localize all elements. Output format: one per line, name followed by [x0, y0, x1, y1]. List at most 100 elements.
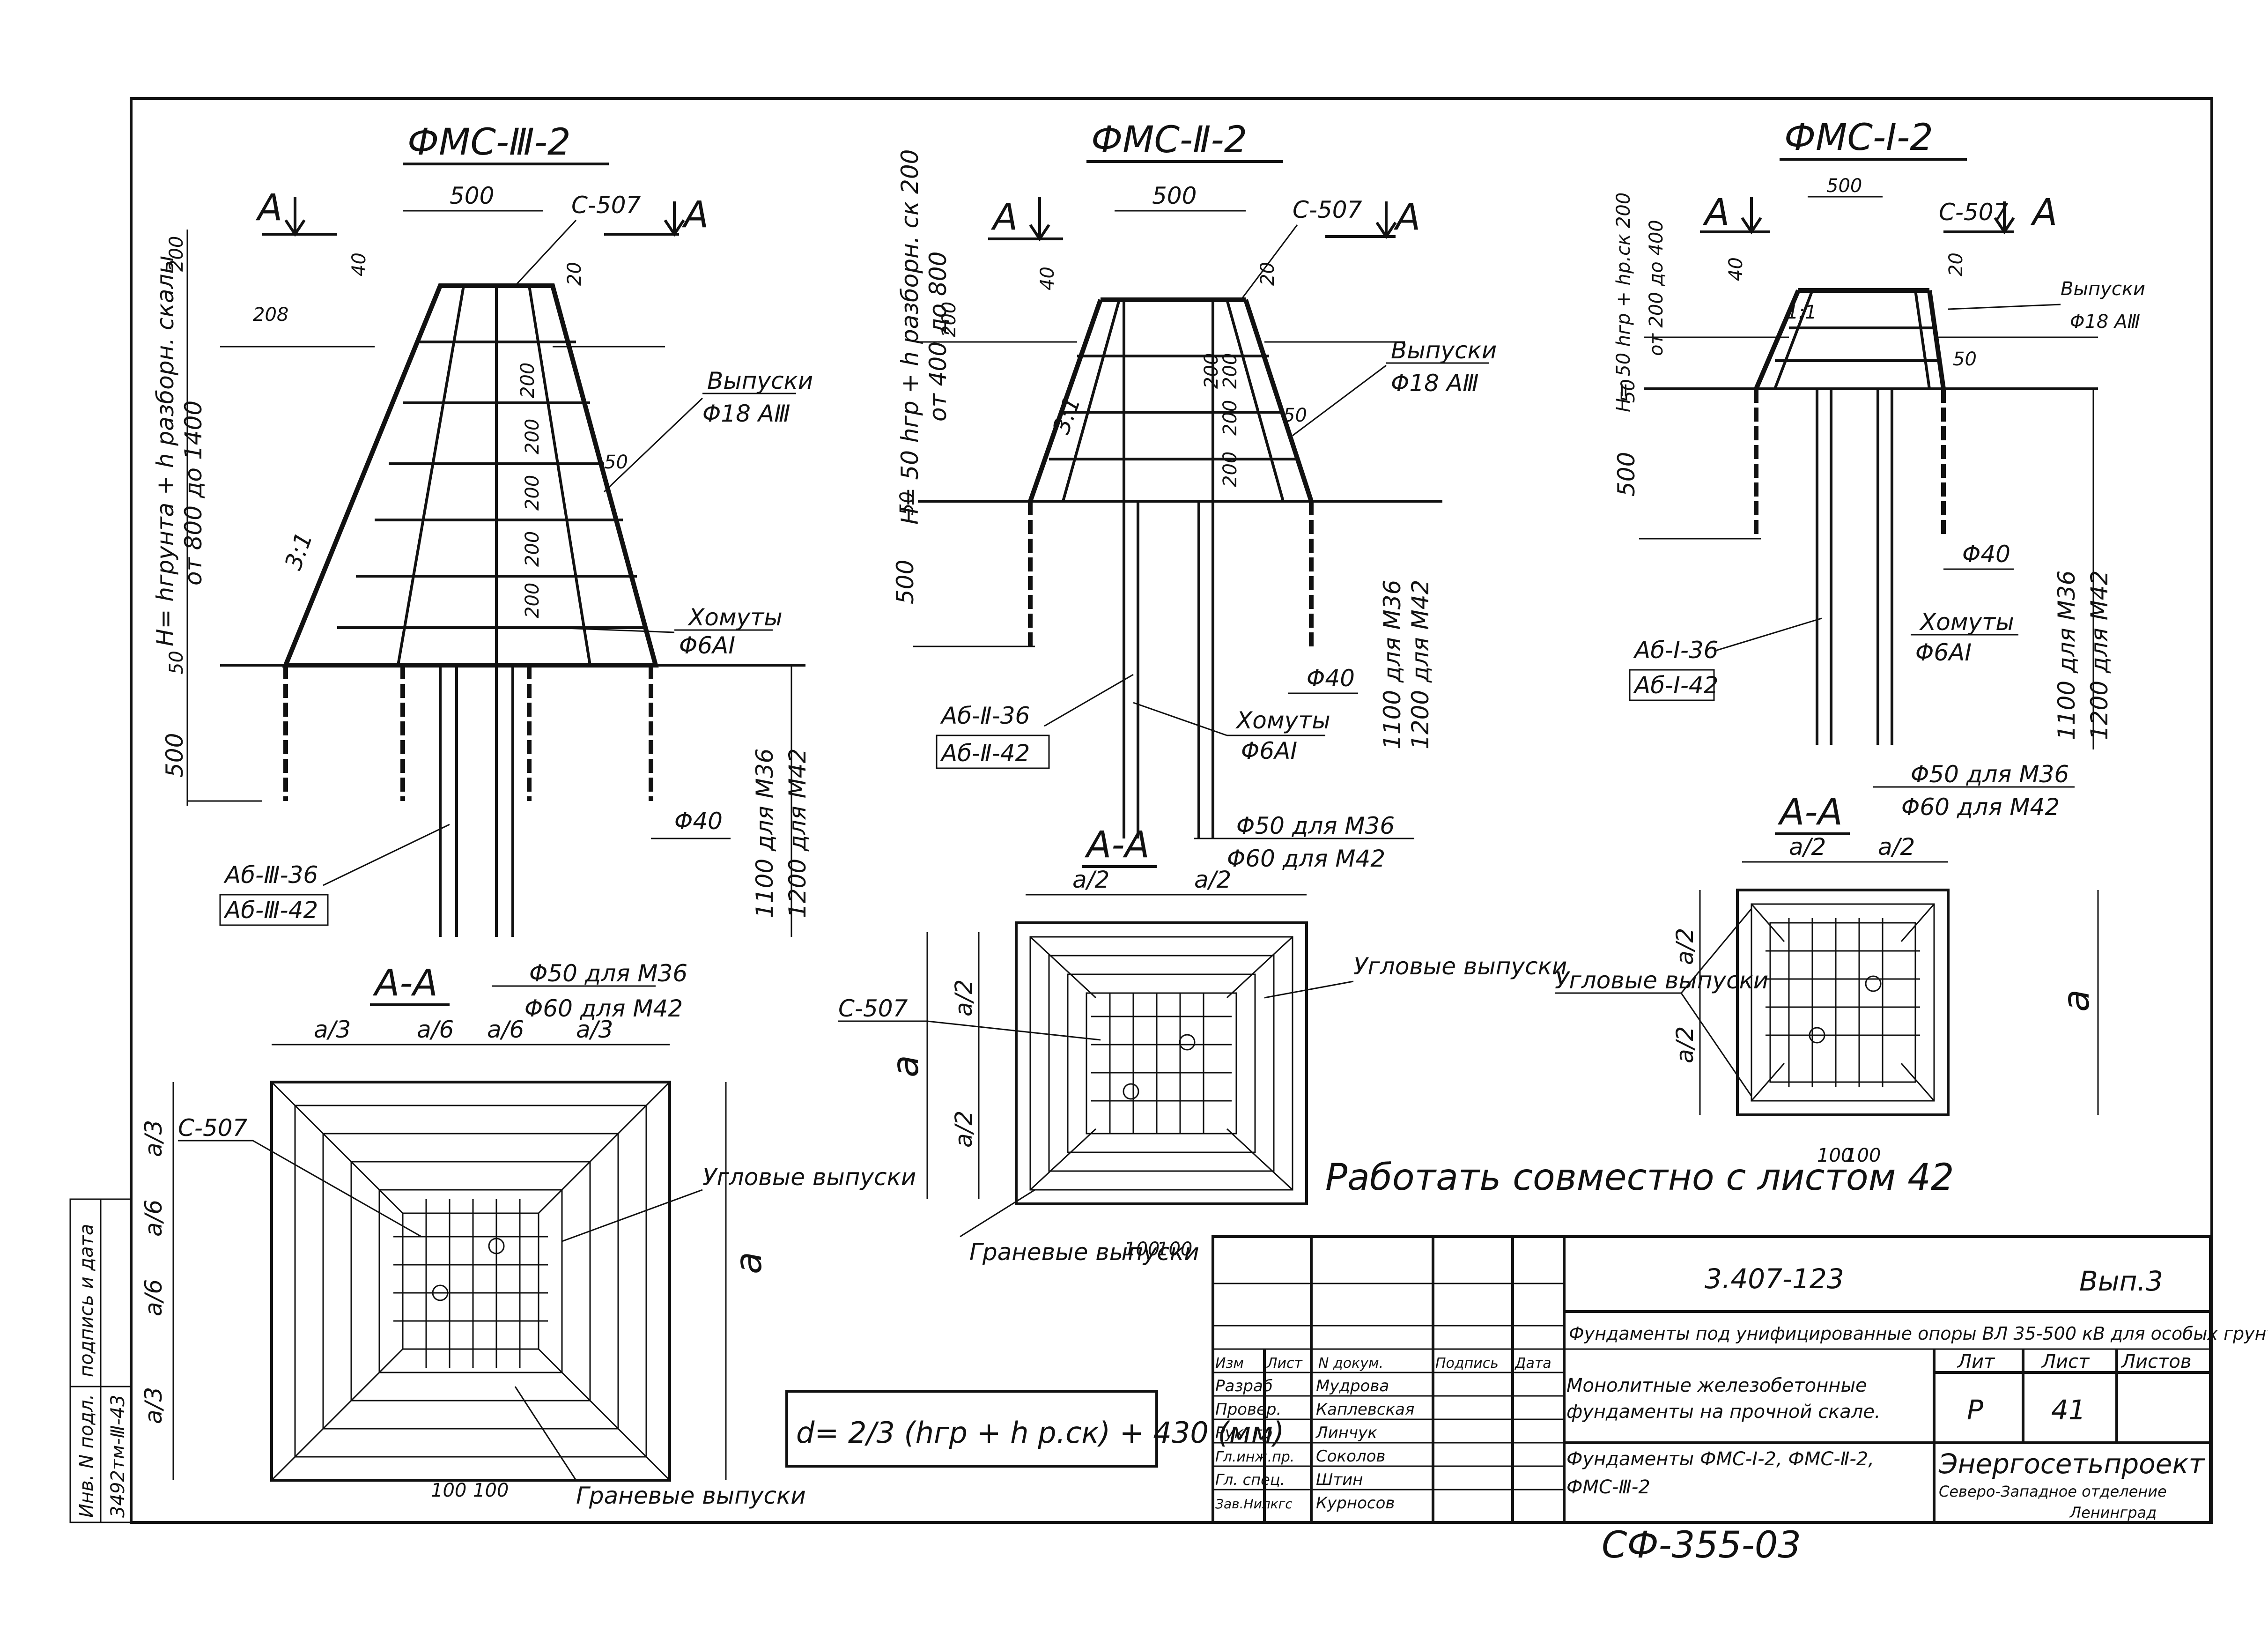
plan-fms3-dim-100b: 100: [473, 1480, 509, 1501]
svg-text:а/3: а/3: [140, 1387, 167, 1424]
org-branch: Северо-Западное отделение: [1939, 1483, 2167, 1500]
fms2-dim-40: 40: [1037, 267, 1058, 290]
fms2-depth-m36: 1100 для М36: [1379, 580, 1406, 749]
svg-text:Штин: Штин: [1316, 1470, 1363, 1489]
fms3-dim-20: 20: [564, 262, 585, 286]
elevation-fms2: ФМС-Ⅱ-2 А А 500 С-507 H= 50 hгр + h разб…: [892, 119, 1497, 872]
svg-text:200: 200: [522, 531, 543, 567]
svg-text:Лист: Лист: [1266, 1355, 1303, 1372]
staff-rows: Разраб Мудрова Провер. Каплевская Рук. г…: [1215, 1377, 1414, 1513]
side-stamp-inv: Инв. N подл.: [76, 1394, 97, 1518]
plan-fms1-dim-100: 100: [1817, 1145, 1853, 1166]
fms1-dim-500: 500: [1613, 452, 1640, 497]
fms1-hole-m36: Φ50 для М36: [1911, 761, 2069, 788]
plan-fms2-plate: С-507: [838, 995, 908, 1022]
fms2-plate: С-507: [1293, 196, 1362, 223]
fms3-dim-208: 208: [253, 304, 288, 326]
fms1-h-formula: H= 50 hгр + hр.ск 200: [1613, 193, 1634, 412]
svg-text:200: 200: [522, 419, 543, 454]
fms3-depth-m42: 1200 для М42: [784, 749, 811, 918]
fms2-outlets: Выпуски: [1391, 337, 1497, 364]
plan-fms1-corner-outlets: Угловые выпуски: [1555, 967, 1768, 994]
fms3-outlets: Выпуски: [707, 367, 813, 394]
svg-text:а/2: а/2: [950, 979, 977, 1016]
fms2-h-range: от 400 до 800: [924, 252, 952, 422]
plan-fms1-title: А-А: [1777, 791, 1843, 833]
archive-number: СФ-355-03: [1602, 1524, 1801, 1566]
project-title: Фундаменты под унифицированные опоры ВЛ …: [1569, 1323, 2268, 1344]
fms1-bolt-2: Аб-I-42: [1633, 672, 1719, 699]
org-city: Ленинград: [2069, 1504, 2157, 1521]
fms1-section-mark-right: А: [2030, 192, 2057, 234]
fms3-dim-50b: 50: [166, 651, 187, 675]
svg-text:200: 200: [1219, 353, 1241, 389]
lit-label: Лит: [1957, 1351, 1995, 1372]
fms1-dim-50b: 50: [1618, 379, 1639, 403]
svg-text:200: 200: [1219, 452, 1241, 487]
fms2-hole-m42: Φ60 для М42: [1227, 845, 1385, 872]
side-stamp: подпись и дата Инв. N подл. 3492тм-Ⅲ-43: [69, 1198, 132, 1523]
fms3-dim-top: 500: [450, 182, 494, 209]
svg-text:а/3: а/3: [140, 1120, 167, 1157]
plan-fms1: А-А а/2 а/2 а/2 а/2 а Угловые выпуски 10…: [1555, 791, 2099, 1166]
fms1-section-mark-left: А: [1702, 192, 1729, 234]
fms3-outlets-dia: Φ18 АⅢ: [702, 400, 790, 427]
svg-text:Линчук: Линчук: [1315, 1424, 1377, 1442]
svg-text:а/6: а/6: [417, 1016, 454, 1043]
org-name: Энергосетьпроект: [1938, 1448, 2205, 1480]
fms1-depth-m42: 1200 для М42: [2086, 571, 2113, 740]
fms3-stirrups-dia: Φ6АI: [679, 632, 735, 659]
fms3-hole-m42: Φ60 для М42: [525, 995, 683, 1022]
fms2-step-labels: 200 200 200 200: [1201, 353, 1241, 487]
svg-text:N докум.: N докум.: [1318, 1355, 1383, 1372]
svg-text:а/2: а/2: [950, 1111, 977, 1148]
fms3-plate: С-507: [571, 192, 641, 219]
plan-fms3-dims-left: а/3 а/6 а/6 а/3: [140, 1082, 174, 1480]
plan-fms2-dim-100b: 100: [1157, 1239, 1192, 1260]
doc-code: 3.407-123: [1705, 1263, 1844, 1295]
svg-text:а/2: а/2: [1072, 866, 1109, 893]
fms2-bolt-1: Аб-Ⅱ-36: [940, 702, 1030, 729]
svg-text:Курносов: Курносов: [1316, 1494, 1395, 1513]
fms2-dim-500: 500: [892, 560, 919, 604]
fms1-stirrups: Хомуты: [1919, 608, 2014, 636]
svg-text:Мудрова: Мудрова: [1316, 1377, 1389, 1395]
fms2-section-mark-right: А: [1393, 196, 1420, 238]
svg-text:а/2: а/2: [1194, 866, 1231, 893]
svg-text:Рук. гр: Рук. гр: [1215, 1424, 1272, 1442]
fms1-hole-m42: Φ60 для М42: [1901, 794, 2060, 821]
svg-text:а/2: а/2: [1878, 833, 1915, 861]
fms3-step-labels: 200 200 200 200 200: [517, 363, 543, 618]
plan-fms1-dim-100b: 100: [1845, 1145, 1881, 1166]
sheets-label: Листов: [2120, 1351, 2191, 1372]
plan-fms2-edge-outlets: Граневые выпуски: [969, 1239, 1199, 1266]
elevation-fms3: ФМС-Ⅲ-2 А А 500 С-507 H= hгрунта + h раз…: [152, 121, 813, 1022]
sheet-frame: [130, 97, 2213, 1524]
side-stamp-code: 3492тм-Ⅲ-43: [107, 1395, 129, 1518]
sheet-title: Монолитные железобетонные фундаменты на …: [1566, 1375, 1881, 1423]
fms3-dim-40: 40: [348, 252, 370, 276]
fms1-body-outline: [1754, 288, 1946, 390]
issue-number: Вып.3: [2079, 1265, 2163, 1297]
svg-text:Зав.Нилкгс: Зав.Нилкгс: [1215, 1496, 1293, 1512]
plan-fms3-dim-a: а: [728, 1252, 770, 1274]
sheet-label: Лист: [2041, 1351, 2090, 1372]
fms3-title: ФМС-Ⅲ-2: [407, 121, 571, 163]
fms3-dim-50: 50: [604, 452, 628, 473]
svg-text:200: 200: [1201, 353, 1222, 389]
svg-text:а/3: а/3: [314, 1016, 351, 1043]
fms3-bolt-2: Аб-Ⅲ-42: [223, 897, 318, 924]
svg-text:Подпись: Подпись: [1435, 1355, 1499, 1372]
plan-fms3-corner-outlets: Угловые выпуски: [702, 1164, 916, 1191]
plan-fms2-dim-a: а: [885, 1055, 927, 1077]
fms2-hole-m36: Φ50 для М36: [1236, 812, 1395, 839]
svg-text:а/6: а/6: [487, 1016, 524, 1043]
svg-text:200: 200: [517, 363, 539, 398]
fms1-h-range: от 200 до 400: [1646, 220, 1667, 356]
fms3-h-formula: H= hгрунта + h разборн. скалы: [152, 255, 179, 646]
svg-text:Гл. спец.: Гл. спец.: [1215, 1471, 1285, 1489]
plan-fms2: А-А а/2 а/2 а/2 а/2 а С-507 Угловые выпу…: [838, 824, 1567, 1266]
svg-text:Дата: Дата: [1514, 1355, 1551, 1372]
fms1-dim-20: 20: [1945, 252, 1967, 276]
plan-fms1-dims-top: а/2 а/2: [1742, 833, 1948, 863]
